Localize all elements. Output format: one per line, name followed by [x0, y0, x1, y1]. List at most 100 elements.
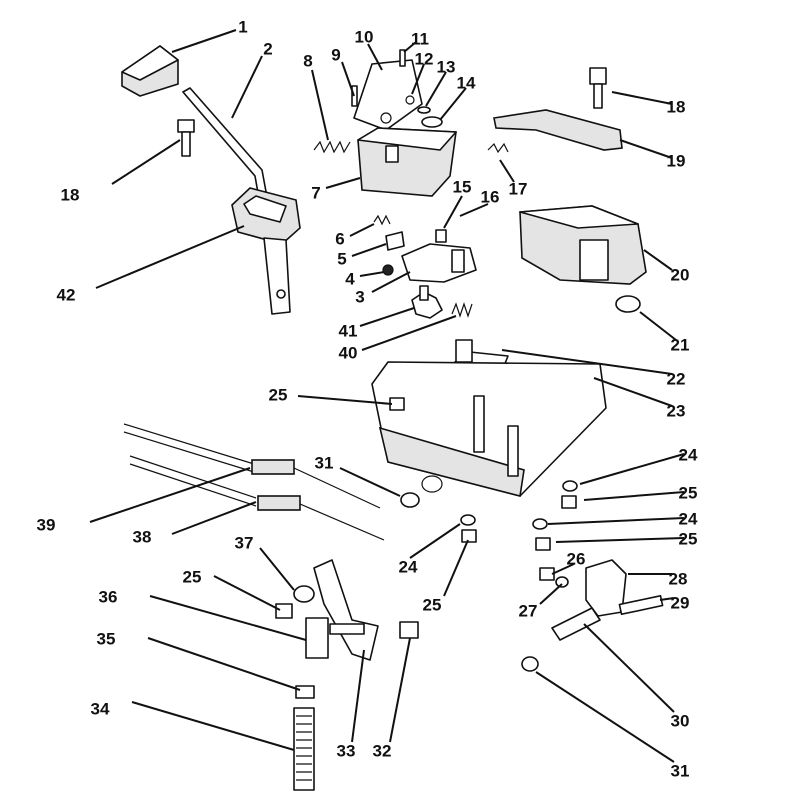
cover-plate	[353, 59, 423, 131]
leader-line-8	[311, 69, 329, 141]
callout-32: 32	[373, 741, 392, 760]
leader-lines	[89, 29, 685, 763]
leader-line-40	[361, 315, 457, 351]
leader-line-29	[659, 597, 675, 601]
shift-arm-3	[401, 243, 477, 283]
leader-line-34	[131, 701, 295, 751]
leader-line-2	[231, 55, 263, 119]
shift-knob	[121, 45, 179, 97]
callout-23: 23	[667, 401, 686, 420]
callout-22: 22	[667, 369, 686, 388]
pin-9	[351, 85, 358, 107]
callout-10: 10	[355, 27, 374, 46]
sprocket-41	[411, 285, 443, 319]
leader-line-4	[359, 271, 385, 277]
callout-36: 36	[99, 587, 118, 606]
callout-11: 11	[411, 29, 429, 48]
leader-line-7	[325, 177, 361, 189]
washer-24-right-top	[562, 480, 578, 492]
leader-line-30	[583, 623, 675, 713]
nut-25-left	[275, 603, 293, 619]
callout-25: 25	[269, 385, 288, 404]
callout-1: 1	[238, 17, 247, 36]
leader-line-36	[149, 595, 307, 641]
leader-line-18	[611, 91, 673, 105]
callout-18: 18	[667, 97, 686, 116]
screw-11	[399, 49, 406, 67]
bracket-20	[519, 205, 647, 285]
threaded-rod-34	[293, 707, 315, 791]
bolt-33	[329, 623, 365, 635]
control-lever-19	[493, 109, 623, 151]
washer-24-center	[460, 514, 476, 526]
callout-13: 13	[437, 57, 456, 76]
leader-line-38	[171, 501, 257, 535]
callout-24: 24	[679, 445, 698, 464]
leader-line-1	[171, 29, 237, 53]
leader-line-6	[349, 223, 375, 237]
spring-8	[313, 140, 351, 154]
arm-33	[313, 559, 379, 661]
base-plate-23	[371, 361, 607, 497]
callout-30: 30	[671, 711, 690, 730]
leader-line-10	[367, 43, 383, 71]
leader-line-25	[443, 539, 469, 597]
callout-34: 34	[91, 699, 110, 718]
leader-line-12	[411, 63, 425, 95]
detent-clip-5	[385, 231, 405, 251]
callout-24: 24	[399, 557, 418, 576]
leader-line-17	[499, 159, 515, 183]
callout-24: 24	[679, 509, 698, 528]
callout-15: 15	[453, 177, 472, 196]
gear-housing	[357, 127, 457, 197]
callout-20: 20	[671, 265, 690, 284]
spring-6	[373, 214, 391, 226]
spring-40	[451, 302, 473, 318]
leader-line-20	[643, 249, 673, 271]
callout-8: 8	[303, 51, 312, 70]
callout-28: 28	[669, 569, 688, 588]
leader-line-31	[339, 467, 401, 497]
callout-29: 29	[671, 593, 690, 612]
leader-line-9	[341, 61, 355, 97]
leader-line-18	[111, 139, 181, 185]
leader-line-33	[351, 649, 365, 743]
washer-31-bottom	[521, 656, 539, 672]
leader-line-41	[359, 307, 415, 327]
leader-line-22	[501, 349, 673, 375]
leader-line-15	[443, 195, 463, 229]
callout-26: 26	[567, 549, 586, 568]
nut-35	[295, 685, 315, 699]
leader-line-25	[213, 575, 281, 611]
leader-line-24	[579, 453, 685, 485]
leader-line-25	[297, 395, 393, 405]
leader-line-24	[409, 523, 461, 559]
callout-31: 31	[671, 761, 690, 780]
leader-line-16	[459, 203, 489, 217]
nut-25-right-bottom	[535, 537, 551, 551]
lever-bracket	[231, 187, 301, 245]
leader-line-24	[547, 517, 685, 525]
callout-42: 42	[57, 285, 76, 304]
bolt-29	[618, 594, 664, 616]
callout-18: 18	[61, 185, 80, 204]
callout-25: 25	[183, 567, 202, 586]
nut-25-right-top	[561, 495, 577, 509]
callout-3: 3	[355, 287, 364, 306]
cable-39	[123, 423, 381, 509]
leader-line-3	[371, 271, 411, 293]
shift-shaft	[263, 237, 291, 315]
callout-31: 31	[315, 453, 334, 472]
leader-line-42	[95, 225, 245, 289]
callout-6: 6	[335, 229, 344, 248]
callout-12: 12	[415, 49, 434, 68]
pin-15	[435, 229, 447, 243]
callout-40: 40	[339, 343, 358, 362]
nut-25-base	[389, 397, 405, 411]
callout-39: 39	[37, 515, 56, 534]
cable-38	[129, 455, 385, 541]
callout-38: 38	[133, 527, 152, 546]
